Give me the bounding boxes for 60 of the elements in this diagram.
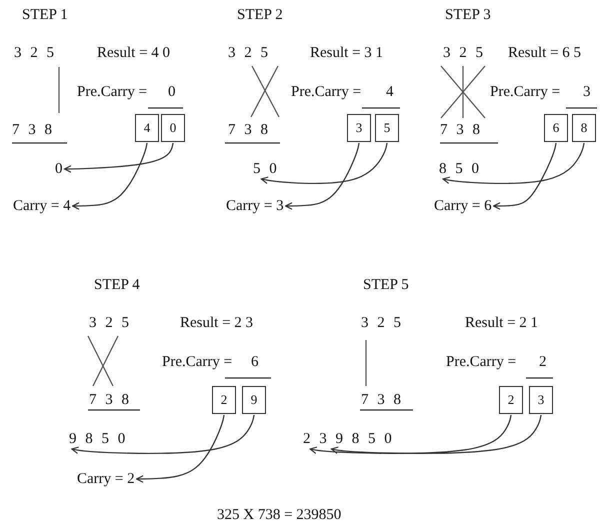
step-heading: STEP 1 [22, 6, 68, 24]
arrow [72, 142, 148, 210]
pre-carry-value: 6 [251, 353, 258, 371]
arrow [493, 142, 557, 210]
multiplicand-digits: 3 2 5 [443, 44, 483, 62]
digit-box: 2 [499, 386, 523, 414]
multiplier-digits: 7 3 8 [361, 391, 401, 409]
partial-product: 0 [55, 160, 62, 178]
digit-box: 9 [242, 386, 266, 414]
pre-carry-label: Pre.Carry = [490, 83, 560, 101]
partial-product: 9 8 5 0 [69, 430, 126, 448]
arrow [136, 414, 225, 483]
result-text: Result = 4 0 [97, 44, 170, 62]
carry-text: Carry = 6 [434, 197, 492, 215]
digit-box: 3 [347, 114, 371, 142]
multiplier-digits: 7 3 8 [228, 121, 268, 139]
arrow [260, 142, 388, 184]
multiplier-digits: 7 3 8 [440, 121, 480, 139]
equation-caption: 325 X 738 = 239850 [217, 506, 342, 524]
digit-box: 8 [572, 114, 596, 142]
pre-carry-value: 0 [168, 83, 176, 101]
pre-carry-label: Pre.Carry = [77, 83, 148, 101]
digit-box: 4 [135, 114, 159, 142]
partial-product: 2 3 9 8 5 0 [303, 430, 392, 448]
partial-product: 8 5 0 [439, 160, 479, 178]
pre-carry-value: 3 [583, 83, 590, 101]
multiplicand-digits: 3 2 5 [228, 44, 268, 62]
digit-box: 6 [544, 114, 568, 142]
digit-box: 3 [529, 386, 553, 414]
digit-box: 0 [161, 114, 185, 142]
multiplier-digits: 7 3 8 [12, 121, 52, 139]
result-text: Result = 2 3 [180, 314, 254, 332]
pre-carry-value: 2 [539, 353, 546, 371]
step-heading: STEP 2 [237, 6, 283, 24]
multiplicand-digits: 3 2 5 [89, 314, 129, 332]
multiplicand-digits: 3 2 5 [14, 44, 54, 62]
step-heading: STEP 5 [363, 276, 409, 294]
carry-text: Carry = 2 [77, 470, 135, 488]
pre-carry-label: Pre.Carry = [446, 353, 516, 371]
multiplicand-digits: 3 2 5 [361, 314, 401, 332]
arrow [442, 142, 585, 184]
result-text: Result = 2 1 [465, 314, 538, 332]
digit-box: 2 [212, 386, 236, 414]
arrow [330, 414, 542, 454]
pre-carry-label: Pre.Carry = [291, 83, 362, 101]
arrow [71, 414, 255, 454]
arrow [310, 414, 512, 454]
result-text: Result = 3 1 [310, 44, 384, 62]
pre-carry-value: 4 [386, 83, 394, 101]
carry-text: Carry = 4 [13, 197, 71, 215]
multiplier-digits: 7 3 8 [89, 391, 129, 409]
arrow [64, 142, 174, 173]
carry-text: Carry = 3 [226, 197, 284, 215]
step-heading: STEP 3 [445, 6, 491, 24]
arrow [285, 142, 360, 210]
digit-box: 5 [375, 114, 399, 142]
step-heading: STEP 4 [94, 276, 140, 294]
pre-carry-label: Pre.Carry = [162, 353, 232, 371]
result-text: Result = 6 5 [508, 44, 582, 62]
partial-product: 5 0 [253, 160, 277, 178]
